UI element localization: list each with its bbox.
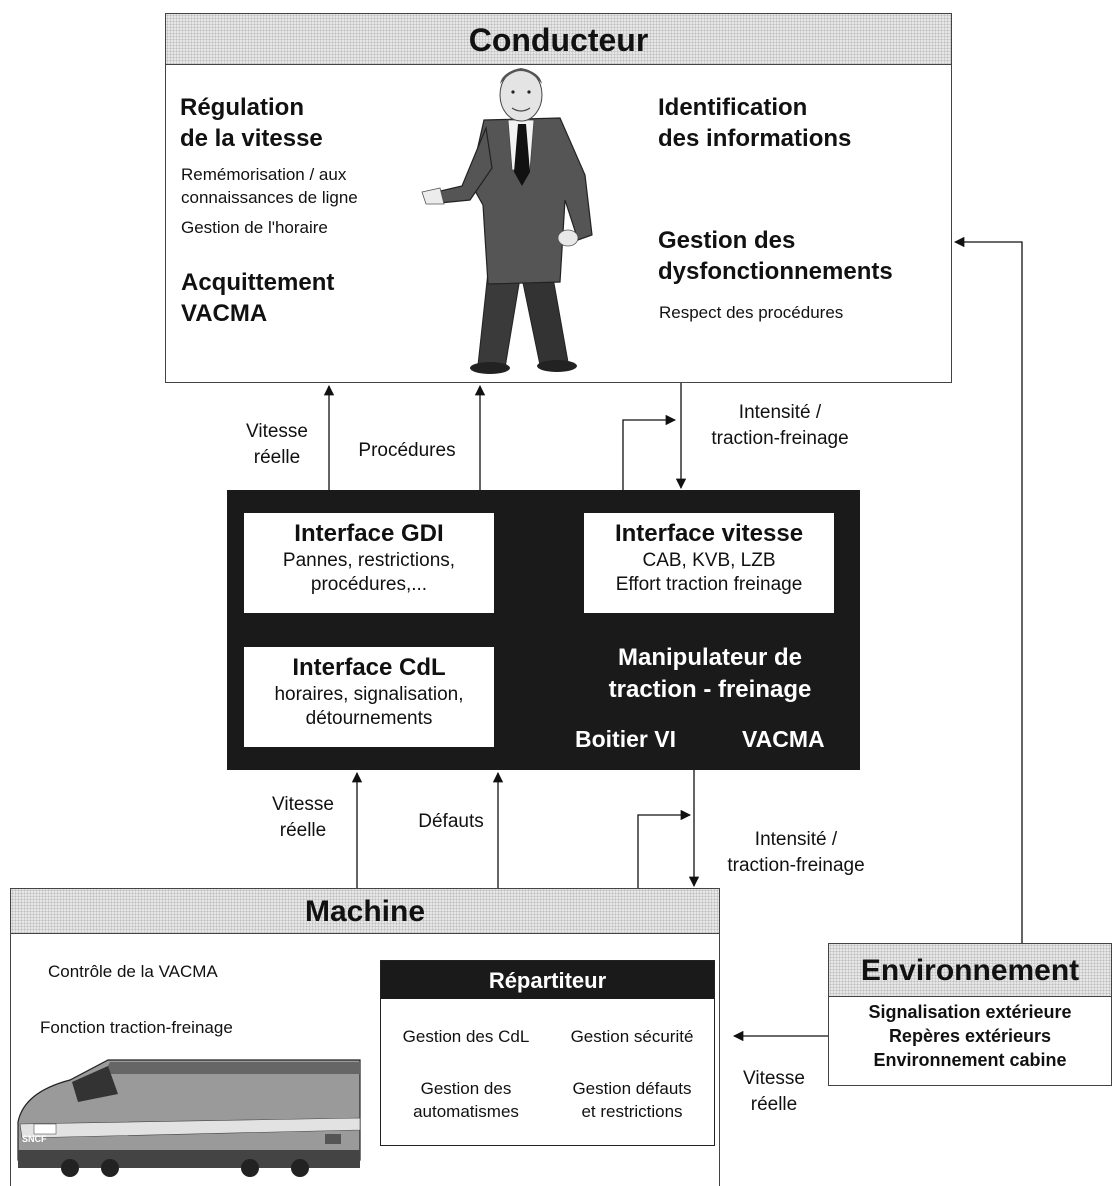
boitier-vi-label: Boitier VI bbox=[575, 726, 676, 752]
gestion-securite-text: Gestion sécurité bbox=[570, 1027, 694, 1046]
manipulateur-label: Manipulateur de traction - freinage bbox=[608, 644, 812, 703]
top-vitesse-label: Vitesse réelle bbox=[246, 421, 308, 468]
respect-procedures-text: Respect des procédures bbox=[659, 303, 844, 322]
top-intensite-label: Intensité / traction-freinage bbox=[711, 402, 849, 449]
fonction-traction-text: Fonction traction-freinage bbox=[40, 1018, 233, 1037]
repartiteur-title: Répartiteur bbox=[381, 961, 714, 999]
top-procedures-label: Procédures bbox=[358, 440, 456, 461]
machine-title: Machine bbox=[11, 889, 719, 934]
interface-vitesse-box: Interface vitesse CAB, KVB, LZB Effort t… bbox=[584, 513, 834, 613]
interface-cdl-box: Interface CdL horaires, signalisation, d… bbox=[244, 647, 494, 747]
regulation-heading: Régulation de la vitesse bbox=[180, 94, 323, 152]
bottom-vitesse-label: Vitesse réelle bbox=[272, 794, 334, 841]
bottom-defauts-label: Défauts bbox=[418, 811, 484, 832]
interface-vitesse-title: Interface vitesse bbox=[614, 520, 804, 547]
interface-gdi-title: Interface GDI bbox=[294, 520, 444, 547]
gestion-cdl-text: Gestion des CdL bbox=[402, 1027, 530, 1046]
environnement-title: Environnement bbox=[829, 944, 1111, 997]
gestion-defauts-text: Gestion défauts et restrictions bbox=[572, 1079, 692, 1121]
controle-vacma-text: Contrôle de la VACMA bbox=[48, 962, 218, 981]
acquittement-heading: Acquittement VACMA bbox=[181, 269, 335, 327]
interface-cdl-title: Interface CdL bbox=[292, 654, 446, 681]
env-vitesse-label: Vitesse réelle bbox=[743, 1068, 805, 1115]
identification-heading: Identification des informations bbox=[658, 94, 852, 152]
repartiteur-box: Répartiteur bbox=[380, 960, 715, 1146]
dysfonctionnements-heading: Gestion des dysfonctionnements bbox=[658, 227, 893, 285]
interface-gdi-box: Interface GDI Pannes, restrictions, proc… bbox=[244, 513, 494, 613]
vacma-label: VACMA bbox=[742, 726, 825, 752]
environnement-items: Signalisation extérieure Repères extérie… bbox=[868, 1002, 1072, 1070]
bottom-intensite-label: Intensité / traction-freinage bbox=[727, 829, 865, 876]
gestion-horaire-text: Gestion de l'horaire bbox=[181, 218, 328, 237]
conducteur-title: Conducteur bbox=[166, 14, 951, 65]
rememorisation-text: Remémorisation / aux connaissances de li… bbox=[181, 165, 358, 207]
environnement-box: Environnement bbox=[828, 943, 1112, 1086]
gestion-automatismes-text: Gestion des automatismes bbox=[413, 1079, 519, 1121]
